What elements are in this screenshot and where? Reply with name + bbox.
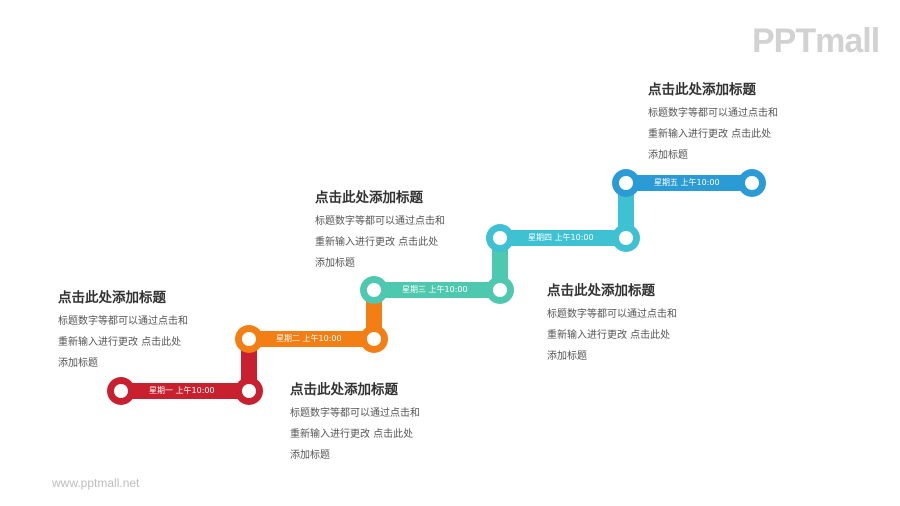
card-step-1: 点击此处添加标题 标题数字等都可以通过点击和 重新输入进行更改 点击此处 添加标… — [58, 289, 233, 374]
card-body[interactable]: 标题数字等都可以通过点击和 重新输入进行更改 点击此处 添加标题 — [547, 304, 722, 367]
pptmall-logo: PPTmall — [752, 22, 880, 60]
card-line: 重新输入进行更改 点击此处 — [58, 337, 182, 348]
card-line: 重新输入进行更改 点击此处 — [547, 330, 671, 341]
card-line: 添加标题 — [58, 358, 98, 369]
card-line: 添加标题 — [648, 150, 688, 161]
card-line: 标题数字等都可以通过点击和 — [315, 216, 445, 227]
card-line: 重新输入进行更改 点击此处 — [648, 129, 772, 140]
card-line: 添加标题 — [547, 351, 587, 362]
card-body[interactable]: 标题数字等都可以通过点击和 重新输入进行更改 点击此处 添加标题 — [290, 403, 465, 466]
card-title[interactable]: 点击此处添加标题 — [58, 290, 166, 306]
card-body[interactable]: 标题数字等都可以通过点击和 重新输入进行更改 点击此处 添加标题 — [315, 211, 490, 274]
card-body[interactable]: 标题数字等都可以通过点击和 重新输入进行更改 点击此处 添加标题 — [58, 311, 233, 374]
card-title[interactable]: 点击此处添加标题 — [290, 382, 398, 398]
card-step-5: 点击此处添加标题 标题数字等都可以通过点击和 重新输入进行更改 点击此处 添加标… — [648, 81, 823, 166]
card-line: 标题数字等都可以通过点击和 — [290, 408, 420, 419]
card-step-2: 点击此处添加标题 标题数字等都可以通过点击和 重新输入进行更改 点击此处 添加标… — [290, 381, 465, 466]
card-title[interactable]: 点击此处添加标题 — [315, 190, 423, 206]
card-title[interactable]: 点击此处添加标题 — [547, 283, 655, 299]
card-line: 添加标题 — [315, 258, 355, 269]
card-line: 标题数字等都可以通过点击和 — [547, 309, 677, 320]
step-4-label: 星期四 上午10:00 — [528, 233, 594, 242]
card-line: 重新输入进行更改 点击此处 — [315, 237, 439, 248]
step-3-label: 星期三 上午10:00 — [402, 285, 468, 294]
card-line: 重新输入进行更改 点击此处 — [290, 429, 414, 440]
card-title[interactable]: 点击此处添加标题 — [648, 82, 756, 98]
step-5-label: 星期五 上午10:00 — [654, 178, 720, 187]
card-step-4: 点击此处添加标题 标题数字等都可以通过点击和 重新输入进行更改 点击此处 添加标… — [547, 282, 722, 367]
card-body[interactable]: 标题数字等都可以通过点击和 重新输入进行更改 点击此处 添加标题 — [648, 103, 823, 166]
step-2-label: 星期二 上午10:00 — [276, 334, 342, 343]
footer-url: www.pptmall.net — [52, 476, 140, 490]
card-step-3: 点击此处添加标题 标题数字等都可以通过点击和 重新输入进行更改 点击此处 添加标… — [315, 189, 490, 274]
card-line: 标题数字等都可以通过点击和 — [58, 316, 188, 327]
card-line: 标题数字等都可以通过点击和 — [648, 108, 778, 119]
step-5-connector — [612, 169, 766, 197]
card-line: 添加标题 — [290, 450, 330, 461]
step-1-label: 星期一 上午10:00 — [149, 386, 215, 395]
